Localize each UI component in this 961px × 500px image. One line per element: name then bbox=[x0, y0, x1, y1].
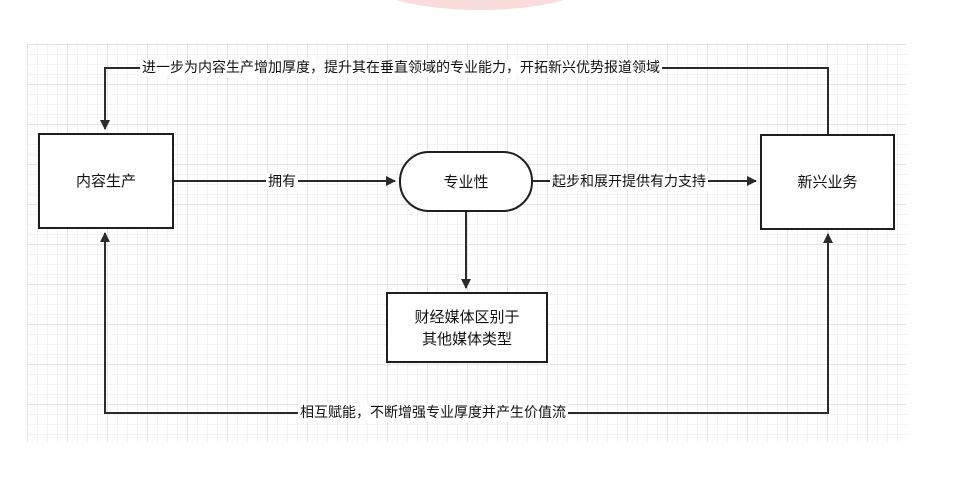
edge-label-has: 拥有 bbox=[266, 173, 298, 191]
node-professionalism-label: 专业性 bbox=[443, 172, 489, 191]
decorative-arc bbox=[360, 0, 600, 10]
edge-label-top-loop: 进一步为内容生产增加厚度，提升其在垂直领域的专业能力，开拓新兴优势报道领域 bbox=[140, 59, 662, 77]
node-content-production: 内容生产 bbox=[38, 133, 174, 229]
node-emerging-business-label: 新兴业务 bbox=[797, 173, 858, 191]
node-professionalism: 专业性 bbox=[399, 151, 533, 212]
edge-bottom-loop-right bbox=[466, 233, 833, 414]
node-content-production-label: 内容生产 bbox=[75, 172, 136, 190]
node-distinction-line1: 财经媒体区别于 bbox=[414, 307, 520, 326]
grid-background bbox=[27, 44, 907, 442]
edge-label-bottom-loop: 相互赋能，不断增强专业厚度并产生价值流 bbox=[298, 404, 568, 422]
node-distinction-line2: 其他媒体类型 bbox=[421, 329, 512, 348]
edge-label-start-support: 起步和展开提供有力支持 bbox=[550, 173, 708, 191]
node-distinction: 财经媒体区别于 其他媒体类型 bbox=[386, 292, 548, 363]
edge-top-loop bbox=[100, 67, 829, 134]
node-emerging-business: 新兴业务 bbox=[760, 134, 895, 230]
